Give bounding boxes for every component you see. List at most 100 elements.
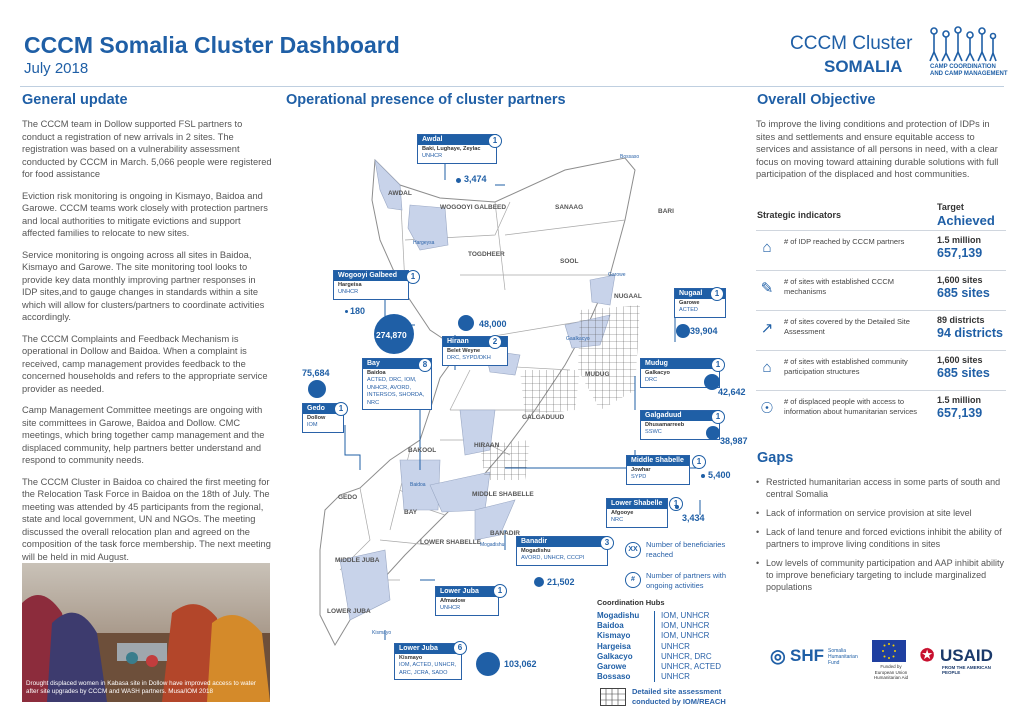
region-box-district: Dollow xyxy=(307,414,326,421)
page-subtitle: July 2018 xyxy=(24,60,89,77)
region-label-lower-shabelle: LOWER SHABELLE xyxy=(420,539,482,546)
legend-partners-label: Number of partners with ongoing activiti… xyxy=(646,571,727,590)
partner-count-badge: 1 xyxy=(711,410,725,424)
region-label-middle-juba: MIDDLE JUBA xyxy=(335,557,380,564)
region-label-banadir: BANADIR xyxy=(490,530,520,537)
region-box-district: Afgooye xyxy=(611,509,634,516)
region-box-district: Jowhar xyxy=(631,466,651,473)
city-label-kismayo: Kismayo xyxy=(372,630,392,636)
gap-item: Lack of information on service provision… xyxy=(756,507,1006,519)
region-box-orgs: AVORD, UNHCR, CCCPI xyxy=(521,555,585,561)
header-divider xyxy=(20,86,1004,87)
walking-person-icon: ✎ xyxy=(760,280,774,297)
beneficiary-bubble xyxy=(345,310,348,313)
region-box-district: Kismayo xyxy=(399,654,423,661)
shf-logo: SHF xyxy=(790,646,824,665)
beneficiary-total: 75,684 xyxy=(302,368,330,378)
eu-subtitle: Funded by European Union Humanitarian Ai… xyxy=(873,664,909,680)
region-box-title: Gedo xyxy=(303,404,343,414)
beneficiary-total: 274,870 xyxy=(376,330,407,340)
indicator-label: # of sites covered by the Detailed Site … xyxy=(784,317,910,336)
region-box-orgs: IOM, ACTED, UNHCR, ARC, JCRA, SADO xyxy=(399,662,457,676)
drought-displaced-women-photo: Drought displaced women in Kabasa site i… xyxy=(22,563,270,702)
beneficiary-bubble xyxy=(675,505,679,509)
update-paragraph: The CCCM Complaints and Feedback Mechani… xyxy=(22,333,268,394)
indicator-target: 1.5 million xyxy=(937,395,982,405)
beneficiary-total: 39,904 xyxy=(690,326,718,336)
partner-count-badge: 1 xyxy=(692,455,706,469)
objective-text: To improve the living conditions and pro… xyxy=(756,119,999,179)
beneficiary-total: 103,062 xyxy=(504,659,537,669)
region-box-orgs: IOM xyxy=(307,422,318,428)
legend-beneficiaries-symbol: XX xyxy=(625,542,641,558)
region-box-district: Hargeisa xyxy=(338,281,362,288)
region-box-orgs: ACTED, DRC, IOM, UNHCR, AVORD, INTERSOS,… xyxy=(367,377,425,406)
indicator-label: # of sites with established CCCM mechani… xyxy=(784,277,895,296)
indicator-target: 1,600 sites xyxy=(937,355,983,365)
update-paragraph: Camp Management Committee meetings are o… xyxy=(22,405,265,465)
beneficiary-total: 180 xyxy=(350,306,366,316)
gaps-list: Restricted humanitarian access in some p… xyxy=(756,476,1006,600)
beneficiary-bubble xyxy=(534,577,544,587)
indicator-target: 1.5 million xyxy=(937,235,982,245)
indicator-row: ⌂ # of sites with established community … xyxy=(756,350,1006,390)
indicator-achieved: 685 sites xyxy=(937,366,990,380)
legend-beneficiaries-label: Number of beneficiaries reached xyxy=(646,540,726,559)
community-house-icon: ⌂ xyxy=(762,359,772,376)
donor-logos: ◎ SHF Somalia Humanitarian Fund Funded b… xyxy=(770,640,1006,680)
hub-city: Galkacyo xyxy=(597,651,655,663)
hatch-legend-label: Detailed site assessment conducted by IO… xyxy=(632,687,726,706)
hub-city: Baidoa xyxy=(597,621,655,632)
update-paragraph: The CCCM Cluster in Baidoa co chaired th… xyxy=(22,476,271,562)
usaid-subtitle: FROM THE AMERICAN PEOPLE xyxy=(942,665,991,675)
region-box-title: Hiraan xyxy=(443,337,507,347)
microphone-icon: ☉ xyxy=(760,400,774,417)
beneficiary-bubble xyxy=(476,652,500,676)
beneficiary-bubble xyxy=(704,374,720,390)
gap-item: Lack of land tenure and forced evictions… xyxy=(756,526,1006,550)
strategic-indicators-heading: Strategic indicators xyxy=(757,210,842,220)
region-box-title: Wogooyi Galbeed xyxy=(334,271,408,281)
legend-partners-symbol: # xyxy=(625,572,641,588)
partner-count-badge: 1 xyxy=(493,584,507,598)
shf-subtitle: Somalia Humanitarian Fund xyxy=(828,648,858,666)
region-box-title: Lower Juba xyxy=(436,587,498,597)
region-label-galgaduud: GALGADUUD xyxy=(522,414,565,421)
beneficiary-bubble xyxy=(374,314,414,354)
hub-partners: UNHCR, DRC xyxy=(661,651,712,661)
hub-partners: UNHCR, ACTED xyxy=(661,662,722,672)
region-box-district: Dhusamarreeb xyxy=(645,421,685,428)
partner-count-badge: 1 xyxy=(669,497,683,511)
region-box-orgs: UNHCR xyxy=(338,289,359,295)
region-box-district: Baki, Lughaye, Zeylac xyxy=(422,145,481,152)
region-box-orgs: ACTED xyxy=(679,307,698,313)
indicator-label: # of sites with established community pa… xyxy=(784,357,908,376)
region-box-district: Belet Weyne xyxy=(447,347,481,354)
beneficiary-total: 42,642 xyxy=(718,387,746,397)
partner-count-badge: 6 xyxy=(453,641,467,655)
objective-heading: Overall Objective xyxy=(757,92,876,108)
city-label-gaalkacyo: Gaalkacyo xyxy=(566,336,590,342)
update-paragraph: The CCCM team in Dollow supported FSL pa… xyxy=(22,119,272,179)
region-box-title: Lower Shabelle xyxy=(607,499,667,509)
hub-partners: UNHCR xyxy=(661,641,690,651)
hub-partners: UNHCR xyxy=(661,672,690,682)
chart-trend-icon: ↗ xyxy=(760,320,774,337)
beneficiary-bubble xyxy=(456,178,461,183)
update-paragraph: Eviction risk monitoring is ongoing in K… xyxy=(22,190,268,239)
hub-partners: IOM, UNHCR xyxy=(661,611,710,620)
region-box-district: Baidoa xyxy=(367,369,386,376)
region-box-orgs: SSWC xyxy=(645,429,662,435)
target-heading: Target xyxy=(937,202,964,212)
